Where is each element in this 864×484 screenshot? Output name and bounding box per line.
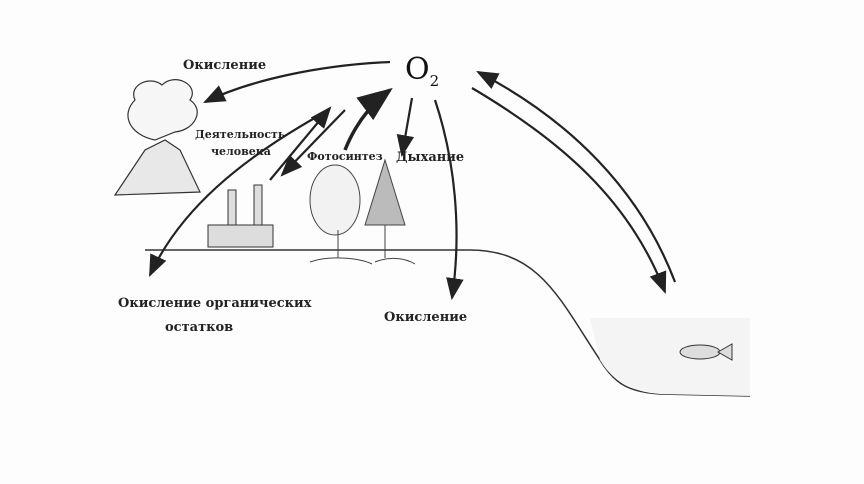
label-human-activity-line1: Деятельность: [195, 128, 286, 141]
arrow-oxidation-ground: [433, 99, 464, 301]
label-human-activity: Деятельность человека: [195, 126, 285, 160]
arrow-photosynthesis: [343, 87, 393, 151]
label-respiration: Дыхание: [396, 150, 465, 165]
arrow-human-activity-up: [269, 106, 332, 181]
water: [590, 318, 750, 396]
factory: [207, 184, 274, 248]
arrow-human-activity-down: [280, 109, 346, 177]
label-organic-oxidation-line2: остатков: [165, 320, 234, 335]
trees: [309, 158, 416, 265]
ground-line: [145, 249, 751, 397]
volcano: [113, 79, 201, 196]
label-oxidation-bottom: Окисление: [384, 310, 468, 325]
arrow-organic-oxidation: [149, 114, 321, 277]
arrow-to-water: [471, 87, 667, 295]
arrow-oxidation-volcano: [203, 60, 391, 103]
label-oxidation-top: Окисление: [183, 58, 267, 73]
oxygen-label: O2: [405, 52, 440, 90]
label-organic-oxidation-line1: Окисление органических: [118, 296, 312, 311]
label-human-activity-line2: человека: [211, 145, 271, 158]
label-photosynthesis: Фотосинтез: [307, 150, 383, 163]
arrow-from-water: [476, 70, 677, 283]
arrow-respiration: [396, 97, 415, 158]
fish: [679, 343, 733, 361]
